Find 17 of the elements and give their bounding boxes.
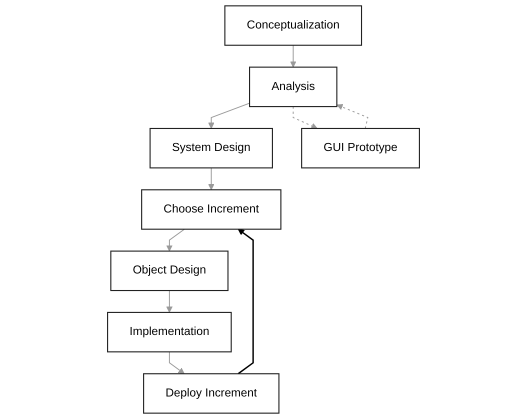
node-box: System Design (150, 128, 273, 168)
arrow (168, 351, 185, 374)
node-box: Implementation (107, 312, 232, 352)
node-box: Deploy Increment (143, 373, 280, 414)
arrow (238, 228, 254, 374)
arrow (166, 228, 185, 252)
node-box: Conceptualization (224, 5, 362, 46)
arrow (166, 290, 173, 313)
arrow (292, 106, 318, 129)
node-box: GUI Prototype (301, 128, 420, 168)
arrow (208, 167, 214, 190)
arrow (208, 102, 250, 129)
node-box: Choose Increment (141, 189, 282, 230)
arrow (336, 104, 368, 129)
node-box: Object Design (110, 250, 229, 292)
node-box: Analysis (249, 66, 338, 108)
arrow (290, 44, 296, 68)
